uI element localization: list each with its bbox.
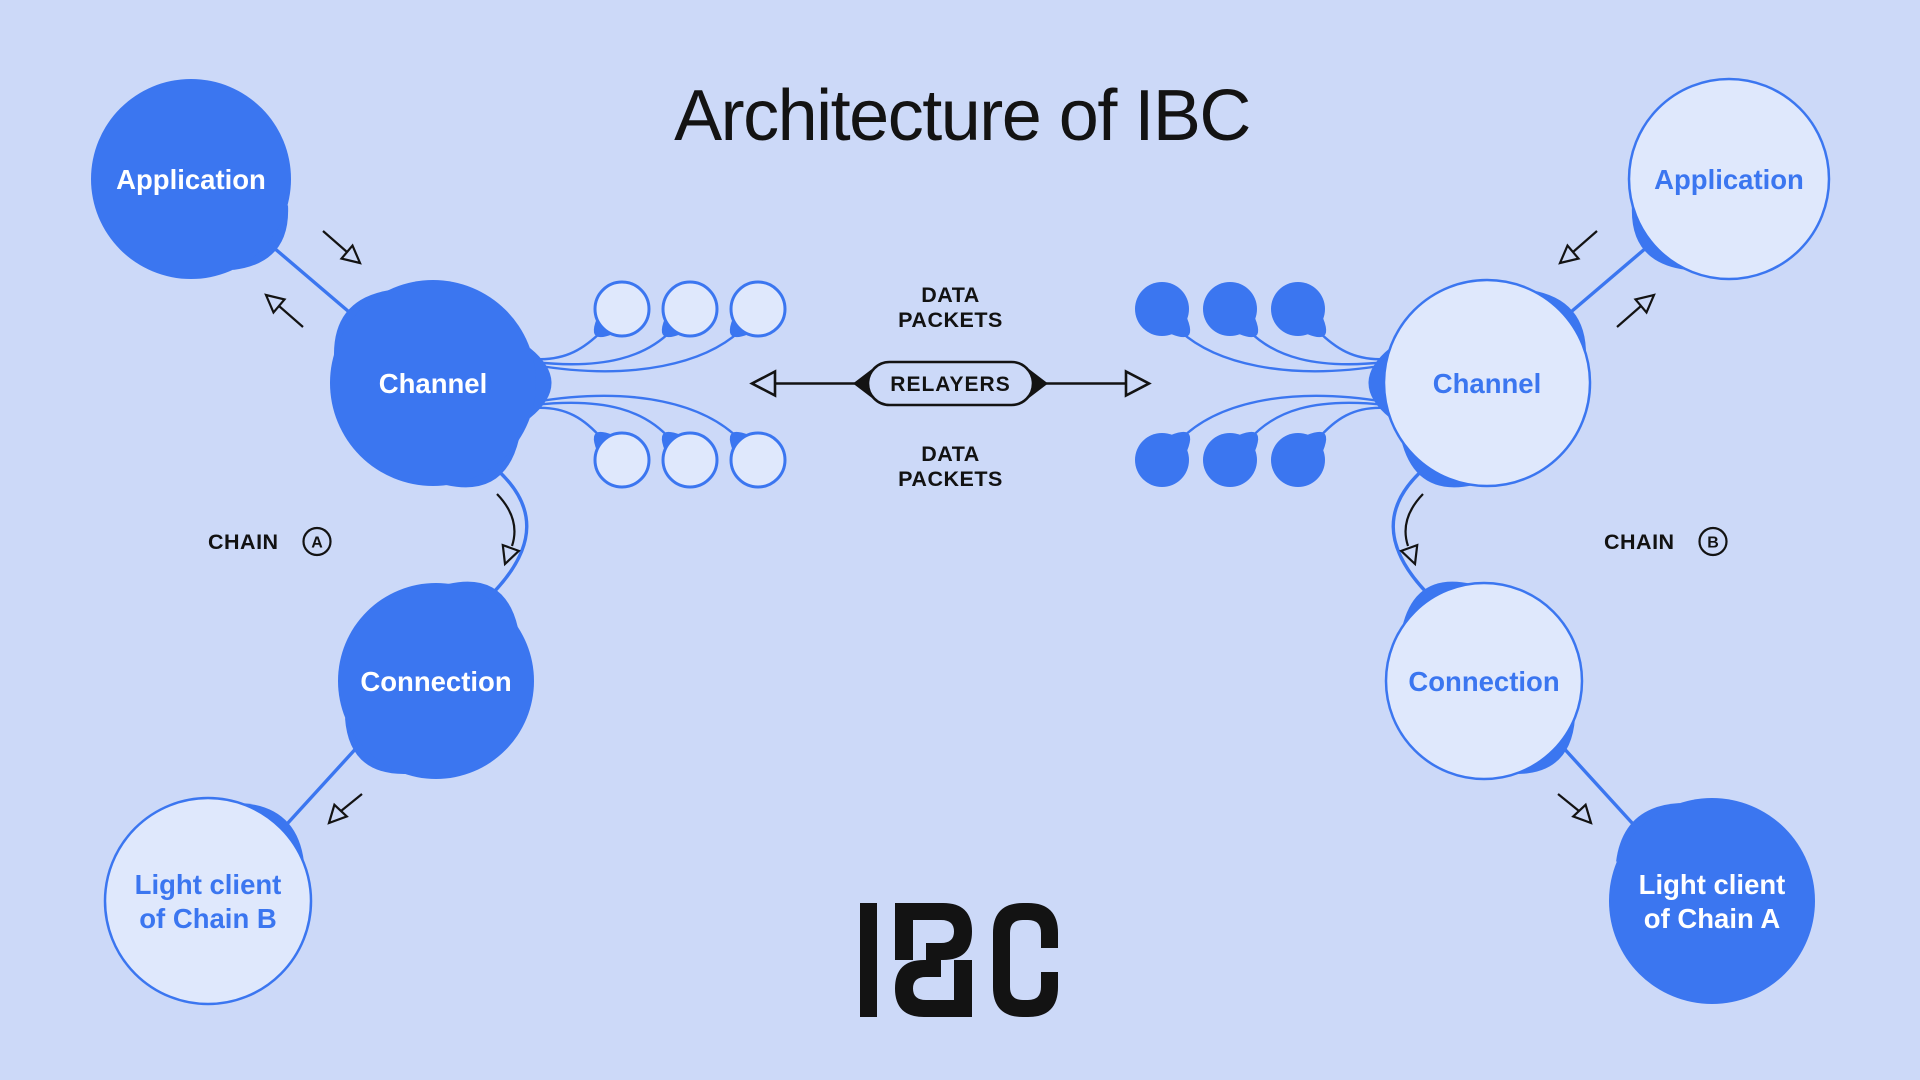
data-packets-top-line2: PACKETS — [898, 308, 1003, 332]
fan-curve — [1248, 401, 1387, 441]
ibc-logo-b-top — [895, 903, 972, 960]
data-packets-bottom-line1: DATA — [921, 442, 980, 466]
arrowhead-icon — [339, 243, 362, 265]
packet-circle — [1135, 282, 1189, 336]
relayers-right-beak — [1029, 369, 1048, 398]
node-right-application — [1627, 77, 1831, 281]
node-label-left-light-client-line2: of Chain B — [139, 903, 277, 934]
relayers-label: RELAYERS — [890, 373, 1010, 396]
nodes: Application Channel Connection Light cli… — [91, 77, 1831, 1006]
arrow-left-channel-to-connection — [496, 493, 516, 547]
packet-circles — [593, 280, 1325, 489]
arrow-right-app-to-channel — [1572, 230, 1598, 253]
arrowhead-icon — [264, 293, 287, 315]
node-right-light-client — [1609, 798, 1815, 1004]
arrow-right-connection-to-lightclient — [1557, 793, 1580, 812]
fan-curve — [533, 394, 741, 441]
chain-b-badge-circle — [1698, 526, 1728, 557]
arrowhead-icon — [1558, 243, 1581, 265]
node-label-left-connection: Connection — [360, 666, 511, 697]
link-right-application-channel — [1556, 234, 1662, 325]
node-label-right-connection: Connection — [1408, 666, 1559, 697]
node-label-right-application: Application — [1654, 164, 1804, 195]
chain-b-label: CHAIN — [1604, 530, 1675, 554]
packet-circle — [1271, 433, 1325, 487]
node-label-right-light-client-line2: of Chain A — [1644, 903, 1781, 934]
node-right-channel — [1382, 278, 1592, 488]
link-right-channel-connection — [1391, 460, 1436, 602]
node-right-connection — [1384, 581, 1584, 781]
link-left-channel-connection — [484, 460, 529, 602]
goo-wedge — [530, 348, 552, 418]
link-left-connection-lightclient — [285, 742, 362, 826]
arrow-right-channel-to-app — [1616, 305, 1642, 328]
packet-circle — [1135, 433, 1189, 487]
ibc-logo-i — [860, 903, 877, 1017]
node-label-left-light-client-line1: Light client — [135, 869, 282, 900]
chain-a-label-group: CHAIN A — [208, 526, 332, 557]
ibc-logo — [860, 903, 1058, 1017]
right-arrowhead-icon — [1124, 369, 1152, 398]
connector-lines — [258, 234, 1662, 826]
ibc-logo-b-bottom — [895, 960, 972, 1017]
packet-circle — [729, 280, 787, 338]
data-packets-bottom-line2: PACKETS — [898, 467, 1003, 491]
chain-a-label: CHAIN — [208, 530, 279, 554]
node-left-application — [91, 79, 291, 279]
packet-circle — [729, 431, 787, 489]
chain-a-badge-letter: A — [311, 535, 323, 552]
arrowhead-icon — [1399, 543, 1419, 567]
arrow-right-channel-to-connection — [1404, 493, 1424, 547]
node-left-channel — [330, 280, 536, 486]
arrowhead-icon — [327, 802, 349, 825]
arrowhead-icon — [1571, 802, 1593, 825]
node-label-left-channel: Channel — [379, 368, 487, 399]
arrow-left-channel-to-app — [278, 305, 304, 328]
link-left-application-channel — [258, 234, 364, 325]
node-left-light-client — [103, 796, 313, 1006]
fan-curve — [1179, 330, 1387, 373]
left-arrowhead-icon — [749, 369, 777, 398]
ibc-logo-c — [993, 903, 1058, 1017]
node-left-connection — [338, 583, 534, 779]
node-label-left-application: Application — [116, 164, 266, 195]
data-packets-labels: DATA PACKETS DATA PACKETS — [898, 283, 1003, 491]
packet-circle — [1203, 282, 1257, 336]
packet-circle — [661, 280, 719, 338]
page-title: Architecture of IBC — [674, 76, 1250, 156]
arrowhead-icon — [501, 543, 521, 567]
relayers-left-beak — [853, 369, 872, 398]
arrowhead-icon — [1633, 293, 1656, 315]
fan-curve — [1179, 394, 1387, 441]
chain-b-badge-letter: B — [1707, 535, 1719, 552]
chain-b-label-group: CHAIN B — [1604, 526, 1728, 557]
packet-circle — [1203, 433, 1257, 487]
flow-arrows — [264, 230, 1656, 825]
node-label-right-light-client-line1: Light client — [1639, 869, 1786, 900]
chain-a-badge-circle — [302, 526, 332, 557]
packet-circle — [593, 431, 651, 489]
packet-circle — [593, 280, 651, 338]
packet-circle — [1271, 282, 1325, 336]
arrow-left-app-to-channel — [322, 230, 348, 253]
fan-curve — [1248, 330, 1387, 366]
arrow-left-connection-to-lightclient — [340, 793, 363, 812]
fan-curve — [533, 401, 672, 441]
data-packets-top-line1: DATA — [921, 283, 980, 307]
link-right-connection-lightclient — [1558, 742, 1635, 826]
node-label-right-channel: Channel — [1433, 368, 1541, 399]
relayers-group: RELAYERS — [749, 360, 1152, 407]
fan-curve — [533, 330, 741, 373]
fan-curve — [533, 330, 672, 366]
packet-circle — [661, 431, 719, 489]
